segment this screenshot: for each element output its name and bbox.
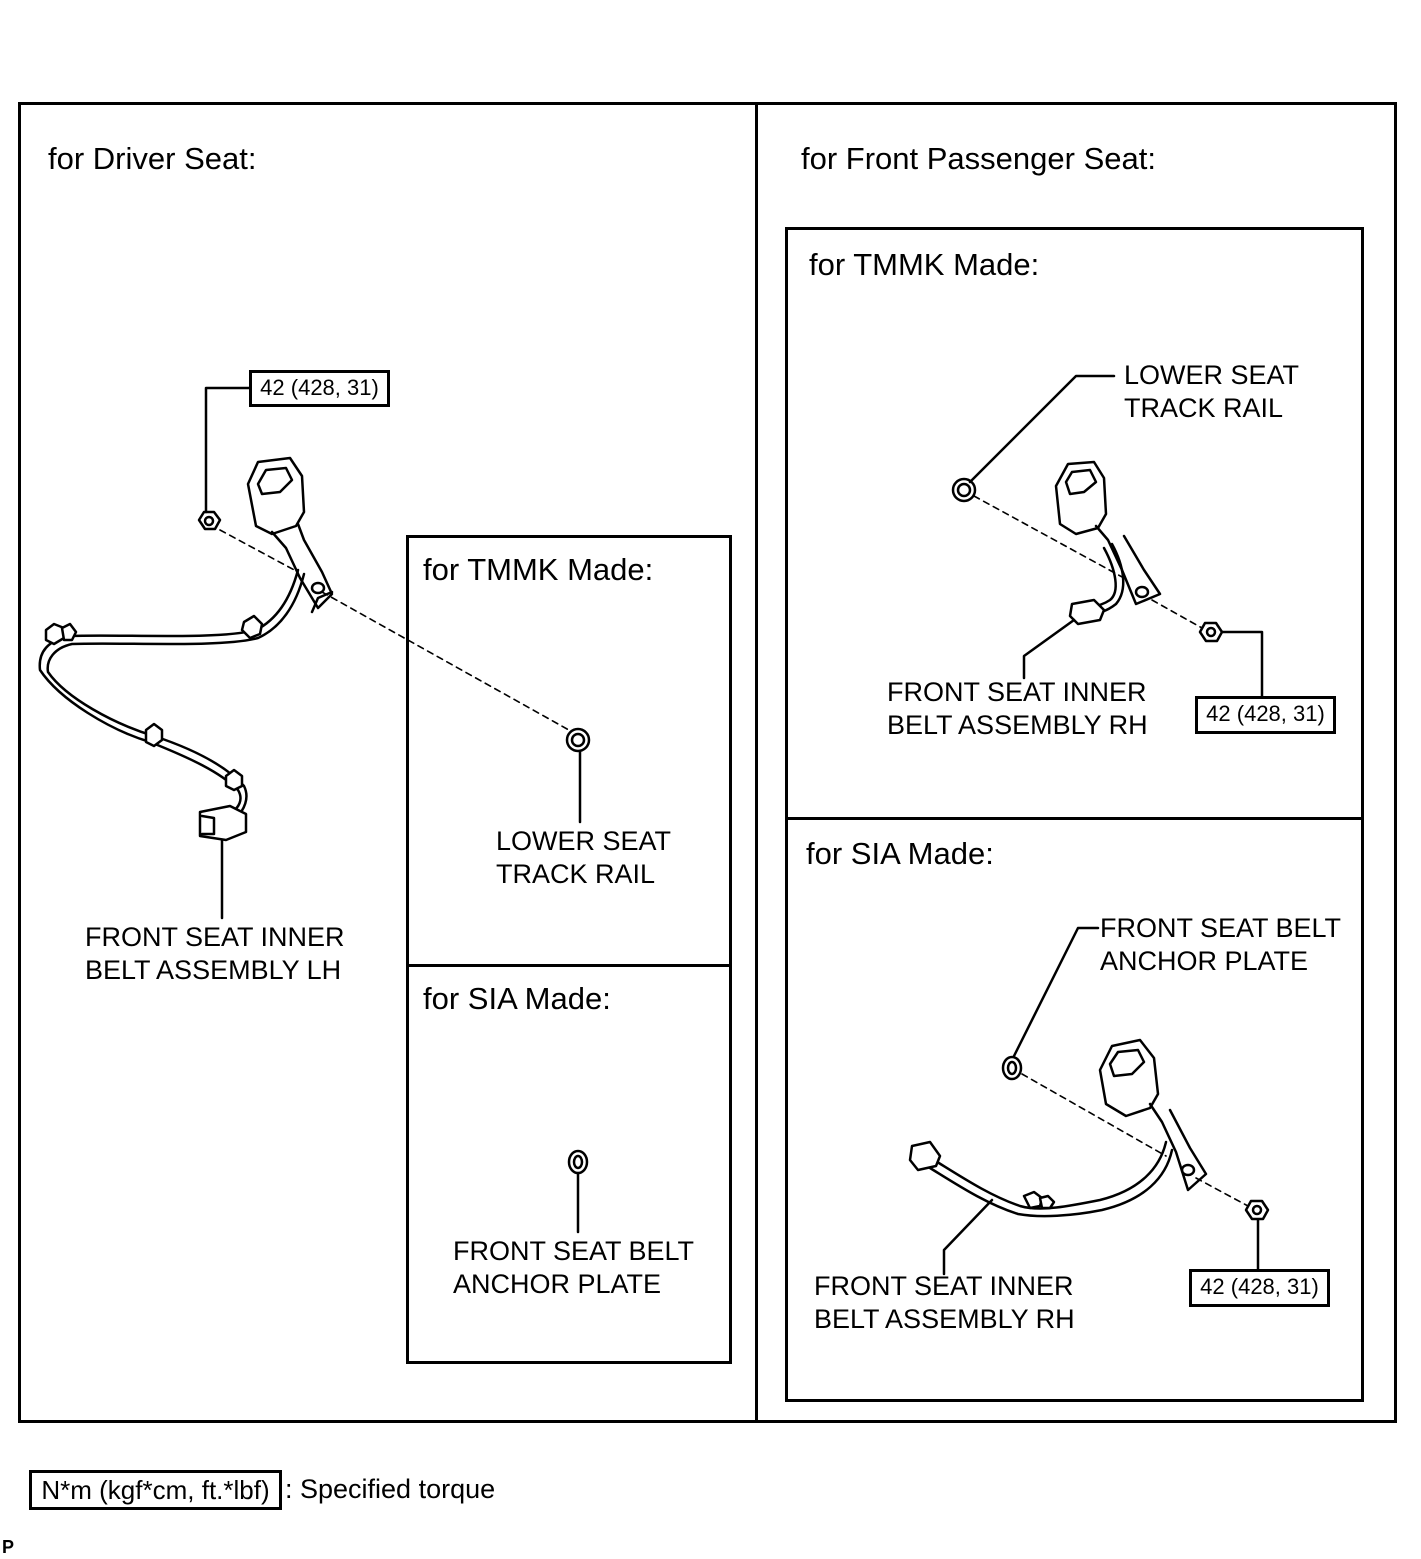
passenger-tmmk-torque-spec: 42 (428, 31)	[1195, 696, 1336, 734]
passenger-tmmk-belt-part	[1054, 460, 1162, 626]
passenger-tmmk-track-rail-part	[951, 477, 977, 503]
driver-tmmk-heading: for TMMK Made:	[423, 552, 654, 587]
driver-torque-spec: 42 (428, 31)	[249, 370, 390, 407]
panel-divider	[755, 102, 758, 1423]
passenger-sia-box	[785, 817, 1364, 1402]
passenger-sia-torque-spec: 42 (428, 31)	[1189, 1269, 1330, 1307]
legend-unit-box: N*m (kgf*cm, ft.*lbf)	[29, 1470, 282, 1510]
driver-anchor-plate-part	[567, 1149, 589, 1175]
passenger-tmmk-belt-label: FRONT SEAT INNER BELT ASSEMBLY RH	[887, 677, 1148, 740]
passenger-heading: for Front Passenger Seat:	[801, 141, 1156, 176]
driver-track-rail-label: LOWER SEAT TRACK RAIL	[496, 826, 672, 889]
passenger-sia-belt-label: FRONT SEAT INNER BELT ASSEMBLY RH	[814, 1271, 1075, 1334]
belt-assembly-lh-part	[38, 456, 334, 842]
passenger-sia-anchor-plate-label: FRONT SEAT BELT ANCHOR PLATE	[1100, 913, 1342, 976]
driver-sia-box	[406, 964, 732, 1364]
legend-text: : Specified torque	[285, 1474, 496, 1504]
corner-mark: P	[2, 1537, 15, 1557]
passenger-sia-heading: for SIA Made:	[806, 836, 994, 871]
passenger-tmmk-nut-part	[1198, 621, 1224, 643]
passenger-sia-nut-part	[1244, 1199, 1270, 1221]
driver-sia-heading: for SIA Made:	[423, 981, 611, 1016]
driver-belt-assembly-label: FRONT SEAT INNER BELT ASSEMBLY LH	[85, 922, 345, 985]
passenger-sia-belt-part	[908, 1038, 1208, 1218]
driver-anchor-plate-label: FRONT SEAT BELT ANCHOR PLATE	[453, 1236, 695, 1299]
outer-frame	[18, 102, 1397, 1423]
passenger-tmmk-heading: for TMMK Made:	[809, 247, 1040, 282]
driver-nut-part	[197, 510, 222, 531]
passenger-sia-anchor-plate-part	[1001, 1055, 1023, 1081]
driver-heading: for Driver Seat:	[48, 141, 257, 176]
passenger-tmmk-track-rail-label: LOWER SEAT TRACK RAIL	[1124, 360, 1300, 423]
driver-track-rail-part	[565, 727, 591, 753]
